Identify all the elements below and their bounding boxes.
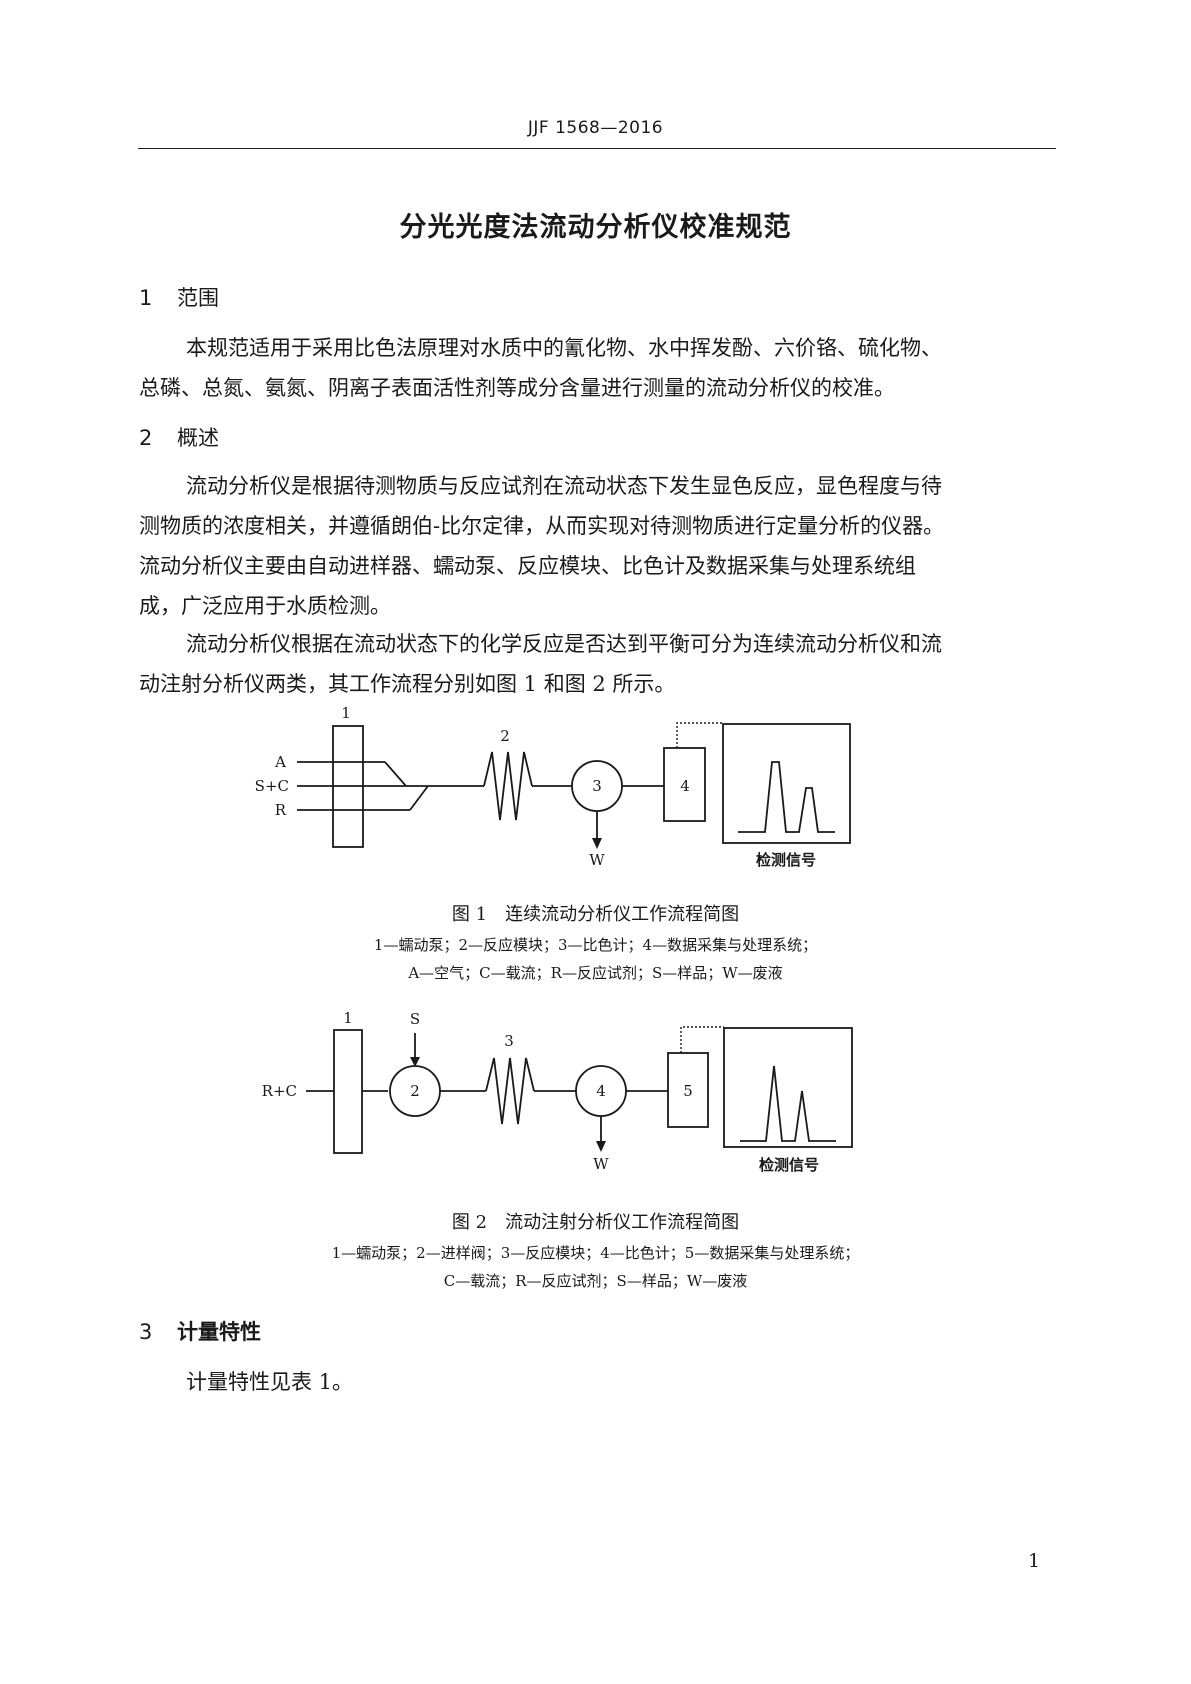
label-colorimeter: 3 xyxy=(592,777,602,795)
figure-2-diagram: 1 S 2 3 4 5 R+C W 检测信号 xyxy=(262,1009,853,1174)
dotted-connector xyxy=(680,1026,724,1053)
section-2-paragraph-2: 流动分析仪根据在流动状态下的化学反应是否达到平衡可分为连续流动分析仪和流 动注射… xyxy=(139,624,1059,704)
pump-block xyxy=(333,1029,363,1154)
section-number: 2 xyxy=(139,426,153,450)
section-3-paragraph: 计量特性见表 1。 xyxy=(139,1362,1059,1402)
standard-code: JJF 1568—2016 xyxy=(527,118,664,138)
signal-box xyxy=(722,723,851,844)
paragraph-line: 测物质的浓度相关，并遵循朗伯-比尔定律，从而实现对待测物质进行定量分析的仪器。 xyxy=(139,514,945,538)
dotted-connector xyxy=(676,722,723,748)
label-coil: 3 xyxy=(504,1032,514,1050)
signal-peaks xyxy=(738,761,835,833)
label-sample: S xyxy=(410,1010,420,1028)
section-2-heading: 2 概述 xyxy=(139,422,219,452)
document-title: 分光光度法流动分析仪校准规范 xyxy=(399,212,792,243)
figure-1-caption: 图 1 连续流动分析仪工作流程简图 xyxy=(451,904,740,925)
figure-2-caption: 图 2 流动注射分析仪工作流程简图 xyxy=(451,1212,740,1233)
page-number: 1 xyxy=(1028,1550,1041,1572)
paragraph-line: 计量特性见表 1。 xyxy=(186,1370,354,1394)
paragraph-line: 成，广泛应用于水质检测。 xyxy=(139,594,391,618)
paragraph-line: 本规范适用于采用比色法原理对水质中的氰化物、水中挥发酚、六价铬、硫化物、 xyxy=(186,336,942,360)
label-waste: W xyxy=(593,1155,609,1173)
label-pump: 1 xyxy=(341,704,351,722)
label-colorimeter: 4 xyxy=(596,1082,606,1100)
reaction-coil xyxy=(485,1057,535,1125)
label-coil: 2 xyxy=(500,727,510,745)
label-waste: W xyxy=(589,851,605,869)
label-signal: 检测信号 xyxy=(756,851,816,869)
merge-line-a xyxy=(384,761,407,787)
label-processor: 5 xyxy=(683,1082,693,1100)
header-rule xyxy=(138,148,1056,149)
waste-arrow-icon xyxy=(592,838,602,849)
label-input-a: A xyxy=(274,753,286,771)
merge-line-r xyxy=(409,785,429,811)
sample-arrow-icon xyxy=(410,1057,420,1067)
paragraph-line: 总磷、总氮、氨氮、阴离子表面活性剂等成分含量进行测量的流动分析仪的校准。 xyxy=(139,376,895,400)
label-signal: 检测信号 xyxy=(759,1156,819,1174)
section-title: 范围 xyxy=(177,286,219,310)
section-1-heading: 1 范围 xyxy=(139,282,219,312)
figure-2-note-2: C—载流；R—反应试剂；S—样品；W—废液 xyxy=(443,1272,748,1290)
processor-box xyxy=(667,1052,709,1128)
section-2-paragraph-1: 流动分析仪是根据待测物质与反应试剂在流动状态下发生显色反应，显色程度与待 测物质… xyxy=(139,466,1059,626)
section-title: 概述 xyxy=(177,426,219,450)
label-valve: 2 xyxy=(410,1082,420,1100)
label-processor: 4 xyxy=(680,777,690,795)
section-number: 3 xyxy=(139,1320,153,1344)
section-3-heading: 3 计量特性 xyxy=(139,1316,261,1346)
reaction-coil xyxy=(483,751,533,821)
section-number: 1 xyxy=(139,286,153,310)
label-input-r: R xyxy=(275,801,287,819)
figure-2-note-1: 1—蠕动泵；2—进样阀；3—反应模块；4—比色计；5—数据采集与处理系统； xyxy=(331,1244,860,1262)
waste-arrow-icon xyxy=(596,1141,606,1152)
label-pump: 1 xyxy=(343,1009,353,1027)
label-input-rc: R+C xyxy=(262,1082,297,1100)
section-1-paragraph: 本规范适用于采用比色法原理对水质中的氰化物、水中挥发酚、六价铬、硫化物、 总磷、… xyxy=(139,328,1059,408)
paragraph-line: 动注射分析仪两类，其工作流程分别如图 1 和图 2 所示。 xyxy=(139,672,676,696)
paragraph-line: 流动分析仪主要由自动进样器、蠕动泵、反应模块、比色计及数据采集与处理系统组 xyxy=(139,554,916,578)
signal-peaks xyxy=(740,1065,836,1142)
figure-1-note-2: A—空气；C—载流；R—反应试剂；S—样品；W—废液 xyxy=(408,964,783,982)
figure-1-note-1: 1—蠕动泵；2—反应模块；3—比色计；4—数据采集与处理系统； xyxy=(373,936,818,954)
paragraph-line: 流动分析仪是根据待测物质与反应试剂在流动状态下发生显色反应，显色程度与待 xyxy=(186,474,942,498)
figure-1-diagram: 1 2 3 4 A S+C R W 检测信号 xyxy=(255,704,851,869)
processor-box xyxy=(663,747,706,822)
paragraph-line: 流动分析仪根据在流动状态下的化学反应是否达到平衡可分为连续流动分析仪和流 xyxy=(186,632,942,656)
signal-box xyxy=(723,1027,853,1148)
section-title: 计量特性 xyxy=(177,1320,261,1344)
label-input-sc: S+C xyxy=(255,777,289,795)
